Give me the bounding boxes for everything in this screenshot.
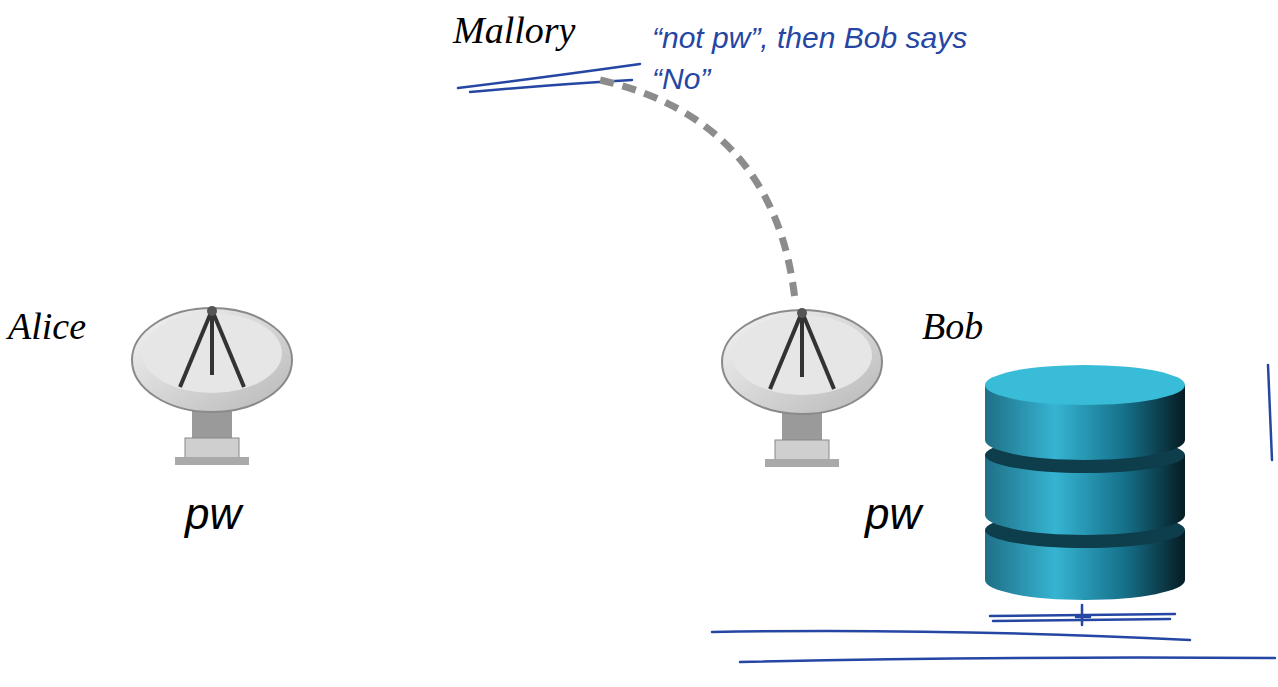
password-label: pw xyxy=(865,490,921,538)
handwritten-note: “not pw”, then Bob says “No” xyxy=(652,18,982,99)
database-cylinder xyxy=(985,365,1185,600)
party-name: Bob xyxy=(922,306,983,348)
satellite-dish xyxy=(132,306,292,465)
password-label: pw xyxy=(185,490,241,538)
party-name: Mallory xyxy=(453,10,575,52)
pen-strokes xyxy=(458,64,1275,662)
labelled-station: Alice pw xyxy=(5,300,305,550)
dashed-connection xyxy=(600,80,795,300)
party-name: Alice xyxy=(8,306,86,348)
satellite-dish xyxy=(722,308,882,467)
labelled-station: Mallory xyxy=(450,8,645,80)
labelled-station: Bob pw xyxy=(715,300,1015,550)
